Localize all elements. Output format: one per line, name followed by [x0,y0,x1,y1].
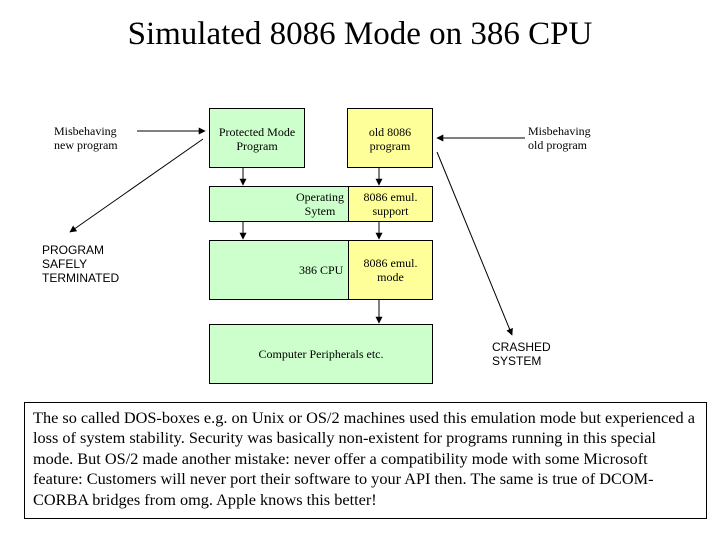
crashed-label: CRASHED SYSTEM [492,340,551,368]
cpu386-box: 386 CPU [209,240,349,300]
peripherals-box: Computer Peripherals etc. [209,324,433,384]
arrow-to-terminated [69,138,204,233]
emul-support-box: 8086 emul. support [348,186,433,222]
old-8086-program-box: old 8086 program [347,108,433,168]
emul-mode-box: 8086 emul. mode [348,240,433,300]
explanation-note: The so called DOS-boxes e.g. on Unix or … [24,402,707,519]
operating-system-box: Operating Sytem [209,186,349,222]
diagram-title: Simulated 8086 Mode on 386 CPU [127,16,593,52]
cpu386-label: 386 CPU [299,263,344,277]
misbehaving-old-label: Misbehaving old program [528,124,591,152]
arrow-to-crashed [436,151,513,336]
misbehaving-new-label: Misbehaving new program [54,124,118,152]
protected-mode-box: Protected Mode Program [209,108,305,168]
terminated-label: PROGRAM SAFELY TERMINATED [42,243,120,285]
